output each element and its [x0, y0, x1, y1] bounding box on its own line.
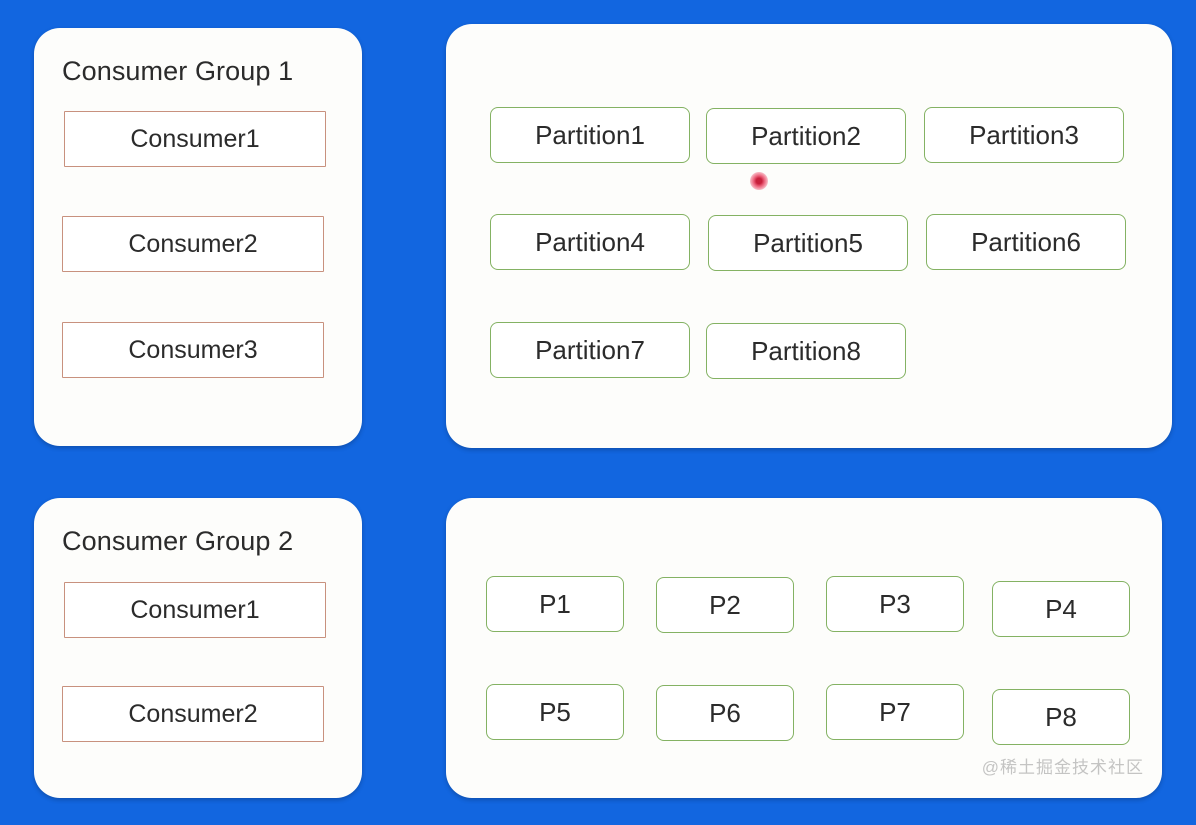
consumer-group-1-consumer-2[interactable]: Consumer2	[62, 216, 324, 272]
consumer-group-2-consumer-2[interactable]: Consumer2	[62, 686, 324, 742]
watermark-text: @稀土掘金技术社区	[981, 758, 1144, 777]
partition-box-8[interactable]: Partition8	[706, 323, 906, 379]
consumer-group-2-card: Consumer Group 2 Consumer1 Consumer2	[34, 498, 362, 798]
partition-box-6[interactable]: Partition6	[926, 214, 1126, 270]
partition-short-box-3[interactable]: P3	[826, 576, 964, 632]
partition-short-box-7[interactable]: P7	[826, 684, 964, 740]
consumer-group-1-consumer-3[interactable]: Consumer3	[62, 322, 324, 378]
consumer-group-2-title: Consumer Group 2	[62, 526, 294, 556]
partition-short-box-8[interactable]: P8	[992, 689, 1130, 745]
partition-short-box-2[interactable]: P2	[656, 577, 794, 633]
partition-short-box-5[interactable]: P5	[486, 684, 624, 740]
partition-box-4[interactable]: Partition4	[490, 214, 690, 270]
consumer-group-1-title: Consumer Group 1	[62, 56, 294, 86]
partition-box-7[interactable]: Partition7	[490, 322, 690, 378]
partition-short-box-6[interactable]: P6	[656, 685, 794, 741]
topic-partitions-short-card: P1 P2 P3 P4 P5 P6 P7 P8 @稀土掘金技术社区	[446, 498, 1162, 798]
consumer-group-1-card: Consumer Group 1 Consumer1 Consumer2 Con…	[34, 28, 362, 446]
consumer-group-1-consumer-1[interactable]: Consumer1	[64, 111, 326, 167]
partition-short-box-1[interactable]: P1	[486, 576, 624, 632]
partition-box-1[interactable]: Partition1	[490, 107, 690, 163]
partition-box-5[interactable]: Partition5	[708, 215, 908, 271]
topic-partitions-card: Partition1 Partition2 Partition3 Partiti…	[446, 24, 1172, 448]
partition-box-2[interactable]: Partition2	[706, 108, 906, 164]
consumer-group-2-consumer-1[interactable]: Consumer1	[64, 582, 326, 638]
partition-short-box-4[interactable]: P4	[992, 581, 1130, 637]
partition-box-3[interactable]: Partition3	[924, 107, 1124, 163]
